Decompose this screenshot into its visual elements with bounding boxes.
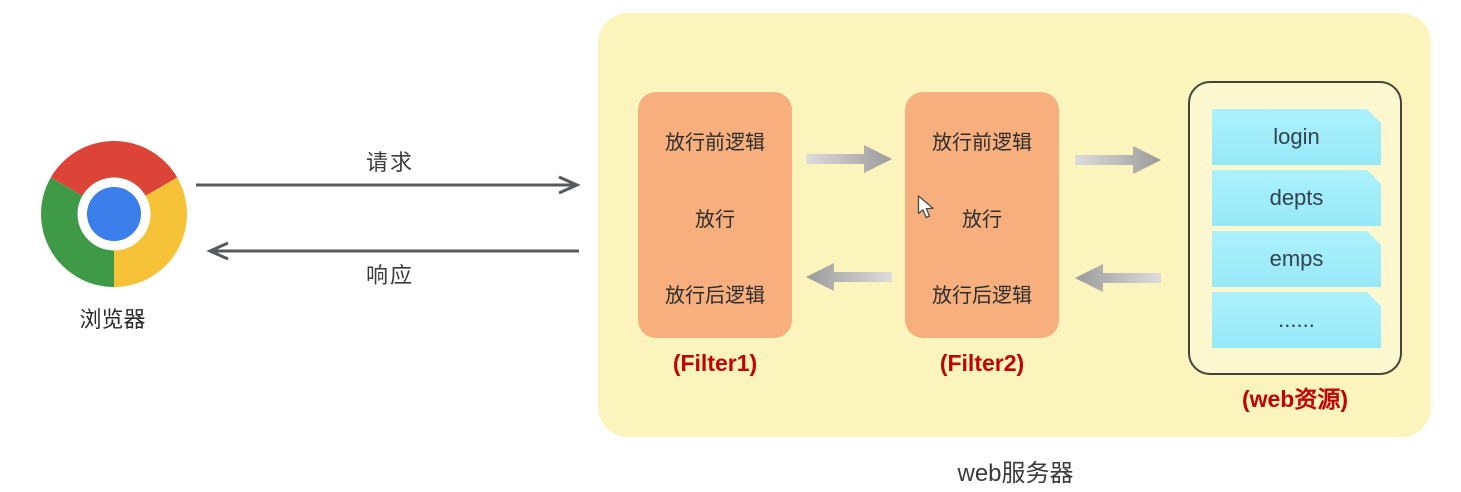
filter2-box: 放行前逻辑 放行 放行后逻辑 [905, 92, 1059, 338]
mouse-cursor-icon [917, 195, 934, 219]
filter1-after-logic: 放行后逻辑 [665, 285, 765, 307]
filter1-box: 放行前逻辑 放行 放行后逻辑 [638, 92, 792, 338]
web-resources-box: login depts emps ...... [1188, 81, 1402, 375]
web-server-label: web服务器 [957, 460, 1074, 487]
response-label: 响应 [365, 263, 414, 288]
flow-arrow-right-1-icon [806, 145, 892, 173]
filter2-before-logic: 放行前逻辑 [932, 132, 1032, 154]
resource-item-login: login [1212, 109, 1381, 165]
flow-arrow-left-1-icon [806, 263, 892, 291]
filter2-pass: 放行 [962, 208, 1002, 231]
web-resources-label: (web资源) [1241, 386, 1349, 412]
filter2-after-logic: 放行后逻辑 [932, 285, 1032, 307]
filter2-label: (Filter2) [939, 350, 1025, 376]
filter1-pass: 放行 [695, 208, 735, 231]
flow-arrow-right-2-icon [1075, 146, 1161, 174]
browser-label: 浏览器 [79, 307, 146, 332]
chrome-icon [41, 141, 187, 287]
request-arrow-icon [196, 175, 581, 195]
resource-item-more: ...... [1212, 292, 1381, 348]
resource-item-depts: depts [1212, 170, 1381, 226]
request-label: 请求 [365, 150, 414, 175]
resource-item-emps: emps [1212, 231, 1381, 287]
response-arrow-icon [206, 241, 579, 261]
filter1-before-logic: 放行前逻辑 [665, 132, 765, 154]
flow-arrow-left-2-icon [1075, 264, 1161, 292]
filter1-label: (Filter1) [672, 350, 758, 376]
